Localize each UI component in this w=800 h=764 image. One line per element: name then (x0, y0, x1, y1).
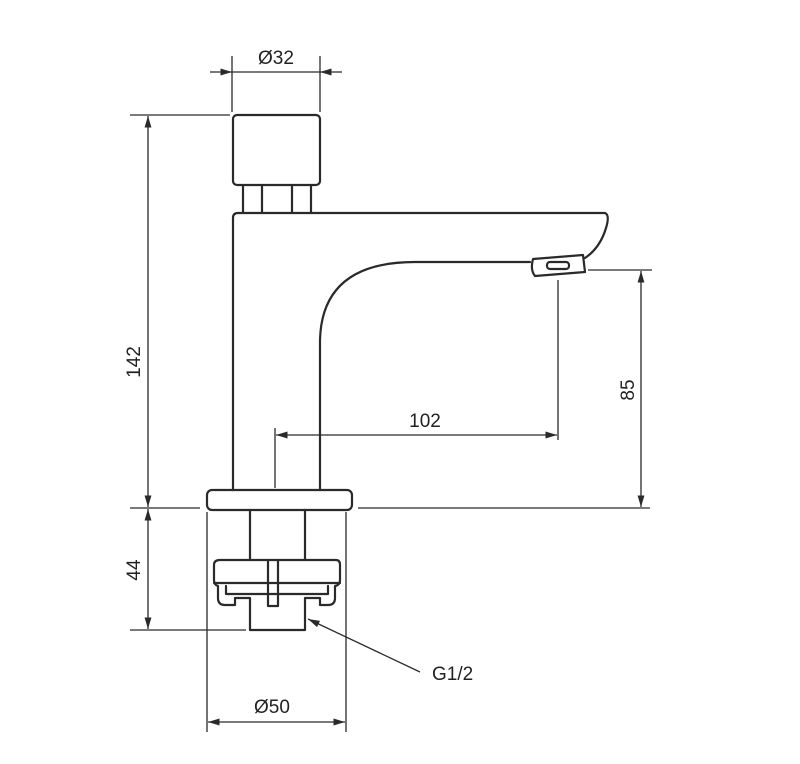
tap-handle (231, 113, 322, 214)
dim-label-thread: G1/2 (432, 664, 473, 685)
dim-label-total-height: 142 (124, 346, 145, 378)
shank-and-nut (212, 508, 342, 632)
dim-total-height: 142 (124, 114, 230, 507)
dim-label-shank-length: 44 (124, 559, 145, 581)
dim-label-spout-reach: 102 (409, 411, 441, 432)
dim-label-handle-diameter: Ø32 (258, 48, 294, 69)
base-plate (205, 488, 354, 512)
aerator (530, 253, 587, 278)
dim-shank-length: 44 (124, 509, 246, 631)
dim-label-spout-height: 85 (618, 379, 639, 400)
dim-spout-reach: 102 (274, 280, 559, 488)
dim-label-base-diameter: Ø50 (254, 697, 290, 718)
tap-body (231, 211, 609, 492)
thread-callout: G1/2 (307, 618, 473, 685)
dim-handle-diameter: Ø32 (210, 48, 342, 112)
dim-spout-height: 85 (588, 269, 652, 507)
dim-base-diameter: Ø50 (206, 512, 347, 732)
